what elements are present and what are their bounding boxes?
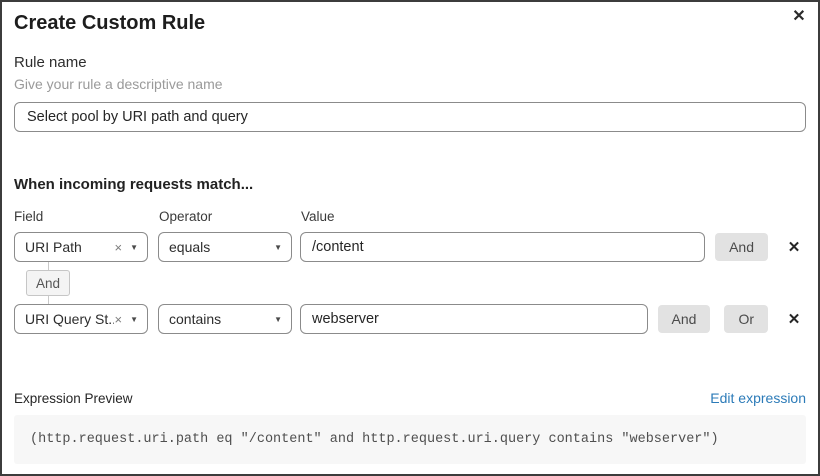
operator-select[interactable]: contains ▼ (158, 304, 292, 334)
add-and-condition-button[interactable]: And (657, 305, 711, 333)
chevron-down-icon[interactable]: ▼ (274, 314, 282, 324)
expression-preview-label: Expression Preview (14, 390, 133, 406)
field-select-value: URI Query St... (25, 311, 115, 327)
chevron-down-icon[interactable]: ▼ (130, 242, 138, 252)
connector-and-chip: And (26, 270, 70, 296)
expression-code-preview: (http.request.uri.path eq "/content" and… (14, 415, 806, 464)
chevron-down-icon[interactable]: ▼ (130, 314, 138, 324)
value-column-label: Value (301, 209, 335, 224)
operator-column-label: Operator (159, 209, 213, 224)
condition-connector: And (26, 262, 70, 304)
operator-select-value: contains (169, 311, 222, 327)
match-section-heading: When incoming requests match... (14, 176, 254, 193)
add-or-condition-button[interactable]: Or (724, 305, 768, 333)
delete-condition-icon[interactable]: ✕ (785, 238, 803, 256)
value-input[interactable] (300, 304, 648, 334)
field-column-label: Field (14, 209, 44, 224)
rule-name-input[interactable] (14, 102, 806, 132)
rule-name-helper-text: Give your rule a descriptive name (14, 76, 223, 92)
builder-column-labels: Field Operator Value (14, 209, 806, 225)
operator-select[interactable]: equals ▼ (158, 232, 292, 262)
page-title: Create Custom Rule (14, 12, 206, 34)
connector-line (47, 262, 49, 270)
close-icon[interactable]: ✕ (788, 6, 810, 28)
field-select[interactable]: URI Path × ▼ (14, 232, 148, 262)
rule-name-label: Rule name (14, 54, 87, 71)
connector-line (47, 296, 49, 304)
condition-row-1: URI Path × ▼ equals ▼ And ✕ (14, 232, 806, 262)
field-select-value: URI Path (25, 239, 82, 255)
delete-condition-icon[interactable]: ✕ (785, 310, 803, 328)
edit-expression-link[interactable]: Edit expression (710, 390, 806, 406)
field-select[interactable]: URI Query St... × ▼ (14, 304, 148, 334)
add-and-condition-button[interactable]: And (715, 233, 768, 261)
clear-icon[interactable]: × (114, 239, 123, 255)
value-input[interactable] (300, 232, 706, 262)
condition-row-2: URI Query St... × ▼ contains ▼ And Or ✕ (14, 304, 806, 334)
chevron-down-icon[interactable]: ▼ (274, 242, 282, 252)
operator-select-value: equals (169, 239, 211, 255)
clear-icon[interactable]: × (114, 311, 123, 327)
expression-preview-header: Expression Preview Edit expression (14, 390, 806, 406)
